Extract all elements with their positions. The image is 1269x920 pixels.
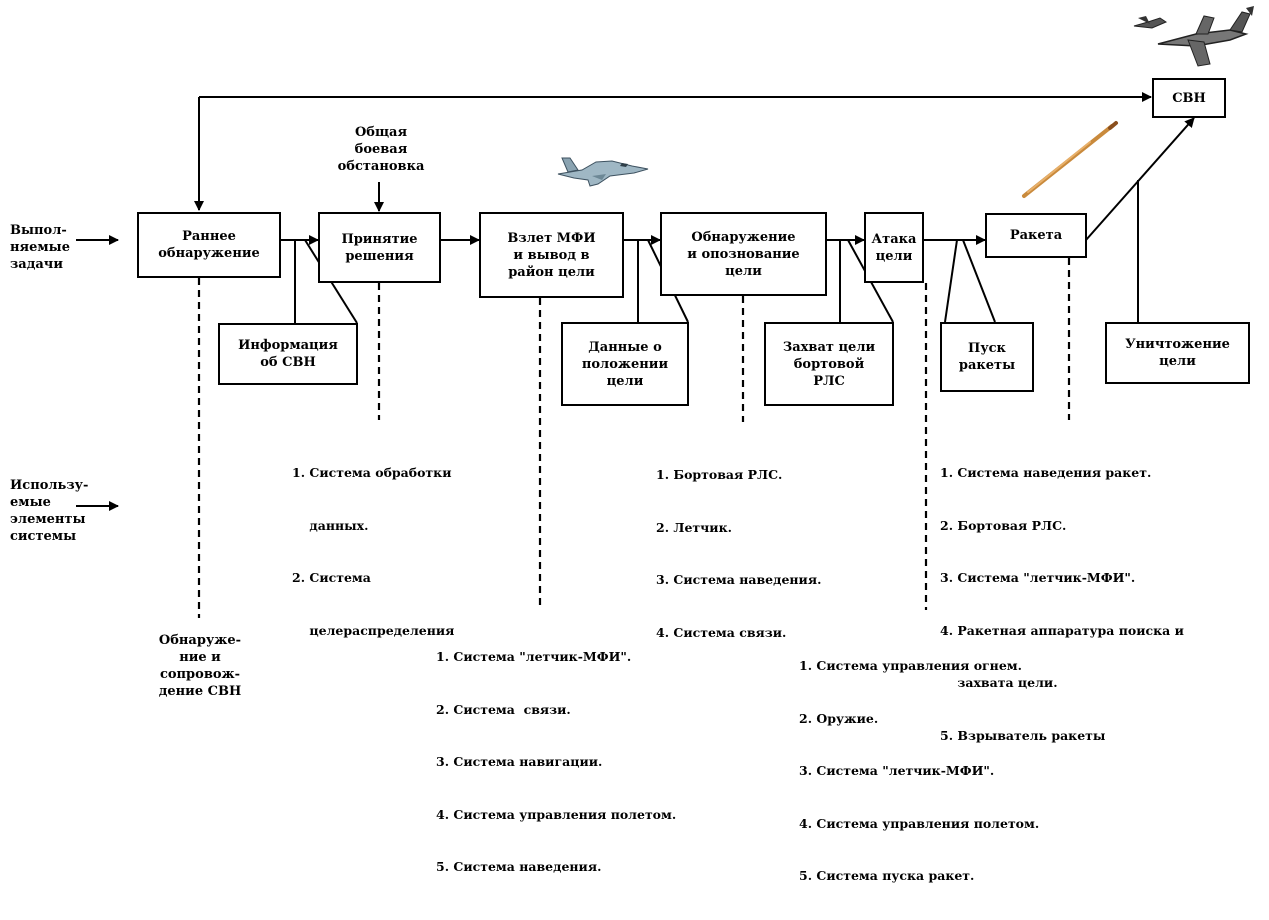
- box-missile-launch: Пуск ракеты: [940, 322, 1034, 392]
- box-early-detection: Раннее обнаружение: [137, 212, 281, 278]
- elements-label: Использу- емые элементы системы: [10, 478, 89, 544]
- box-attack: Атака цели: [864, 212, 924, 283]
- box-target-destroy: Уничтожение цели: [1105, 322, 1250, 384]
- list-decision: 1. Система обработки данных. 2. Система …: [292, 465, 455, 638]
- list-early-detection: Обнаруже- ние и сопровож- дение СВН: [158, 633, 242, 699]
- box-detection: Обнаружение и опознование цели: [660, 212, 827, 296]
- enemy-aircraft-icon: [1133, 6, 1254, 67]
- list-detection: 1. Бортовая РЛС. 2. Летчик. 3. Система н…: [656, 467, 822, 640]
- combat-system-diagram: Выпол- няемые задачи Использу- емые элем…: [10, 6, 1254, 883]
- box-target-capture: Захват цели бортовой РЛС: [764, 322, 894, 406]
- box-takeoff: Взлет МФИ и вывод в район цели: [479, 212, 624, 298]
- arrow-to-svn: [1085, 117, 1195, 241]
- list-takeoff: 1. Система "летчик-МФИ". 2. Система связ…: [436, 649, 677, 874]
- general-situation-label: Общая боевая обстановка: [337, 125, 425, 174]
- box-target-position: Данные о положении цели: [561, 322, 689, 406]
- fighter-jet-icon: [557, 157, 649, 187]
- list-attack: 1. Система управления огнем. 2. Оружие. …: [799, 658, 1040, 883]
- connectors: [76, 92, 1195, 618]
- tasks-label: Выпол- няемые задачи: [10, 223, 70, 272]
- box-svn-info: Информация об СВН: [218, 323, 358, 385]
- missile-trail-icon: [1022, 121, 1118, 198]
- box-missile: Ракета: [985, 213, 1087, 258]
- box-decision: Принятие решения: [318, 212, 441, 283]
- svn-box: СВН: [1152, 78, 1226, 118]
- list-missile: 1. Система наведения ракет. 2. Бортовая …: [940, 465, 1184, 743]
